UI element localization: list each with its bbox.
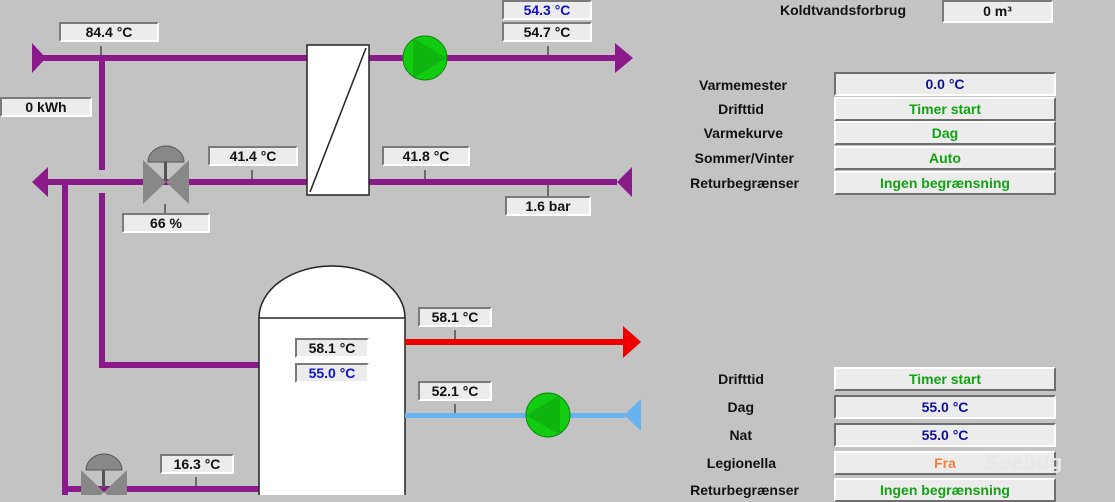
pressure-readout: 1.6 bar — [505, 196, 591, 216]
tank-feed-pipe — [99, 193, 105, 368]
tank-coil-outlet-pipe — [62, 486, 259, 492]
return-temp-hx-readout: 41.8 °C — [382, 146, 470, 166]
return-temp-valve-readout: 41.4 °C — [208, 146, 298, 166]
tank-return-pipe — [62, 185, 68, 495]
heating-label-drifttid: Drifttid — [718, 101, 764, 117]
circulation-temp-readout: 52.1 °C — [418, 381, 492, 401]
heating-value-returbegraenser[interactable]: Ingen begrænsning — [834, 171, 1056, 195]
tank-setpoint-readout: 55.0 °C — [295, 363, 369, 383]
water-value-legionella[interactable]: Fra — [834, 451, 1056, 475]
hot-water-pipe — [405, 326, 641, 358]
bottom-inlet-temp-readout: 16.3 °C — [160, 454, 234, 474]
water-label-legionella: Legionella — [706, 455, 776, 471]
supply-setpoint-readout: 54.3 °C — [502, 0, 592, 20]
water-label-returbegraenser: Returbegrænser — [690, 482, 799, 498]
water-label-nat: Nat — [729, 427, 752, 443]
supply-temp-left-readout: 84.4 °C — [59, 22, 159, 42]
control-valve-icon[interactable] — [143, 145, 189, 204]
circulation-pipe — [405, 399, 641, 431]
heating-label-varmemester: Varmemester — [699, 77, 787, 93]
tank-temp-top-readout: 58.1 °C — [295, 338, 369, 358]
tank-coil-inlet-pipe — [99, 362, 259, 368]
cold-water-label: Koldtvandsforbrug — [780, 2, 906, 18]
heating-value-varmemester[interactable]: 0.0 °C — [834, 72, 1056, 96]
heating-value-drifttid[interactable]: Timer start — [834, 97, 1056, 121]
water-value-dag[interactable]: 55.0 °C — [834, 395, 1056, 419]
supply-temp-right-readout: 54.7 °C — [502, 22, 592, 42]
water-value-drifttid[interactable]: Timer start — [834, 367, 1056, 391]
hot-water-out-temp-readout: 58.1 °C — [418, 307, 492, 327]
heating-value-varmekurve[interactable]: Dag — [834, 121, 1056, 145]
heat-exchanger-icon — [306, 44, 370, 196]
energy-readout: 0 kWh — [0, 97, 92, 117]
heating-value-sommer-vinter[interactable]: Auto — [834, 146, 1056, 170]
water-label-drifttid: Drifttid — [718, 371, 764, 387]
valve-opening-readout: 66 % — [122, 213, 210, 233]
heating-label-varmekurve: Varmekurve — [703, 125, 783, 141]
water-value-returbegraenser[interactable]: Ingen begrænsning — [834, 478, 1056, 502]
water-value-nat[interactable]: 55.0 °C — [834, 423, 1056, 447]
supply-pump-icon[interactable] — [402, 35, 448, 81]
tank-valve-icon[interactable] — [81, 453, 127, 495]
readout-leaders — [100, 46, 549, 486]
circulation-pump-icon[interactable] — [525, 392, 571, 438]
heating-label-sommer-vinter: Sommer/Vinter — [694, 150, 794, 166]
bypass-pipe — [99, 55, 105, 170]
watermark: Seebug — [985, 452, 1064, 474]
water-label-dag: Dag — [727, 399, 754, 415]
heating-label-returbegraenser: Returbegrænser — [690, 175, 799, 191]
cold-water-value: 0 m³ — [942, 0, 1053, 23]
